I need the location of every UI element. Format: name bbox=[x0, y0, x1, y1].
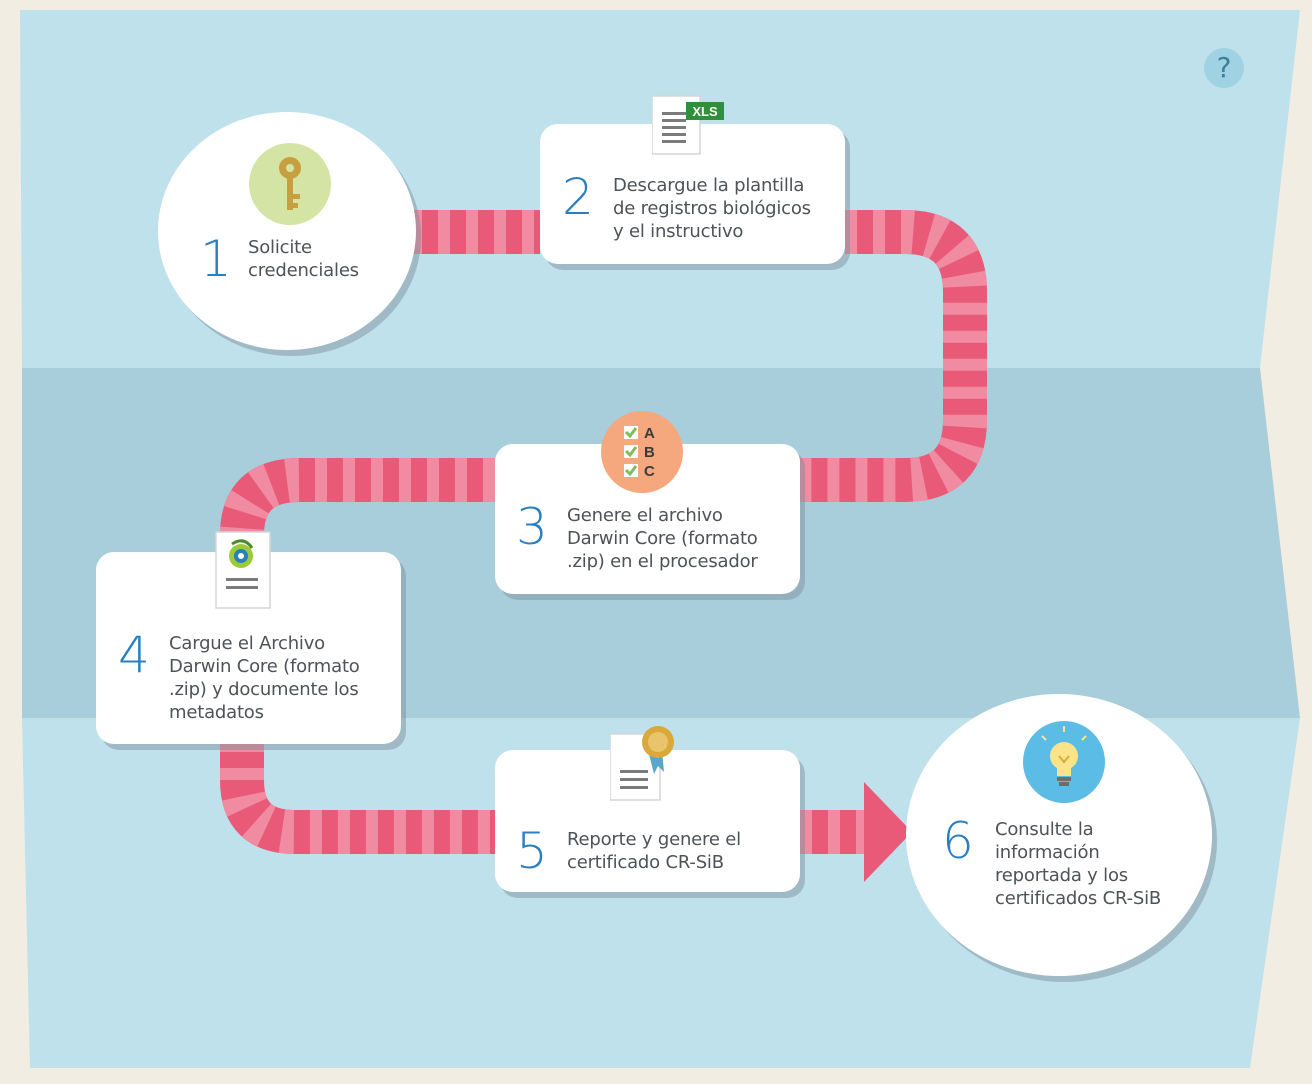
checklist-item-a: A bbox=[644, 425, 655, 442]
help-button[interactable]: ? bbox=[1204, 48, 1244, 88]
step-2-text: Descargue la plantilla de registros biol… bbox=[613, 175, 811, 242]
step-2-number: 2 bbox=[562, 168, 594, 226]
darwin-core-document-icon bbox=[214, 530, 272, 615]
key-icon bbox=[248, 142, 332, 231]
lightbulb-icon bbox=[1022, 720, 1106, 809]
step-5-text: Reporte y genere el certificado CR-SiB bbox=[567, 829, 741, 873]
certificate-icon bbox=[609, 720, 682, 807]
step-4-number: 4 bbox=[118, 626, 150, 684]
step-1-number: 1 bbox=[200, 230, 232, 288]
step-3-text: Genere el archivo Darwin Core (formato .… bbox=[567, 505, 758, 572]
checklist-item-c: C bbox=[644, 463, 655, 480]
xls-document-icon: XLS bbox=[651, 94, 726, 161]
step-4-text: Cargue el Archivo Darwin Core (formato .… bbox=[169, 633, 360, 723]
step-1-text: Solicite credenciales bbox=[248, 237, 359, 281]
step-3-number: 3 bbox=[516, 498, 548, 556]
checklist-icon: A B C bbox=[600, 410, 684, 499]
step-5-number: 5 bbox=[516, 822, 548, 880]
checklist-item-b: B bbox=[644, 444, 655, 461]
xls-label: XLS bbox=[692, 104, 718, 119]
step-6-text: Consulte la información reportada y los … bbox=[995, 819, 1162, 909]
step-6-number: 6 bbox=[942, 812, 974, 870]
